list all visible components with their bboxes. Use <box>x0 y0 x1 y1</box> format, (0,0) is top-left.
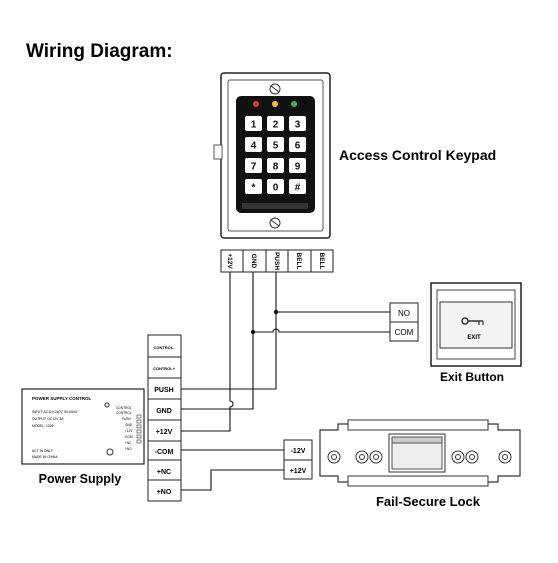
keypad-terminal-gnd: GND <box>250 254 257 269</box>
keypad-terminal-block: +12V GND PUSH BELL BELL <box>220 249 334 273</box>
psu-side-8: +NO <box>125 447 132 451</box>
keypad-face <box>236 96 315 213</box>
lock-screw-icon <box>451 450 465 464</box>
keypad-key-label: * <box>252 183 256 194</box>
psu-spec-5: MADE IN CHINA <box>32 455 58 459</box>
wire-gnd-keypad <box>181 272 254 410</box>
status-led-icon <box>253 101 259 107</box>
keypad-key-hash[interactable]: # <box>289 179 306 194</box>
keypad-key-label: 1 <box>251 120 257 131</box>
psu-terminal-control-minus: CONTROL- <box>153 345 175 350</box>
keypad-terminal-12v: +12V <box>226 253 233 269</box>
keypad-terminal-push: PUSH <box>273 252 280 270</box>
wire-push-keypad <box>181 272 277 390</box>
exit-terminal-no: NO <box>398 309 410 318</box>
keypad-key-label: 4 <box>251 141 257 152</box>
keypad-key-label: 6 <box>295 141 301 152</box>
psu-side-2: CONTROL <box>116 411 132 415</box>
keypad-key-4[interactable]: 4 <box>245 137 262 152</box>
diagram-title: Wiring Diagram: <box>26 41 173 62</box>
psu-terminal-gnd: GND <box>156 408 172 415</box>
keypad-key-0[interactable]: 0 <box>267 179 284 194</box>
lock-terminal-block: -12V +12V <box>283 439 313 480</box>
fail-secure-lock <box>319 419 521 487</box>
psu-terminal-strip: CONTROL- CONTROL+ PUSH GND +12V -COM +NC… <box>147 334 182 502</box>
keypad-key-6[interactable]: 6 <box>289 137 306 152</box>
keypad-key-7[interactable]: 7 <box>245 158 262 173</box>
keypad-key-5[interactable]: 5 <box>267 137 284 152</box>
keypad-key-2[interactable]: 2 <box>267 116 284 131</box>
lock-screw-icon <box>465 450 479 464</box>
psu-side-6: -COM <box>124 435 133 439</box>
psu-header: POWER SUPPLY CONTROL <box>32 396 92 401</box>
keypad-key-label: 9 <box>295 162 301 173</box>
psu-side-4: GND <box>125 423 133 427</box>
lock-screw-icon <box>369 450 383 464</box>
psu-spec-3: MODEL: 1006 <box>32 424 54 428</box>
psu-side-5: +12V <box>125 429 133 433</box>
wire-lock-plus <box>181 469 284 491</box>
wire-12v-keypad <box>181 272 234 432</box>
psu-terminal-no: +NO <box>157 489 172 496</box>
access-control-keypad: 1 2 3 4 5 6 7 8 9 * 0 # <box>213 72 331 239</box>
keypad-key-label: 8 <box>273 162 279 173</box>
keypad-key-label: 2 <box>273 120 279 131</box>
psu-fan-icon <box>106 448 114 456</box>
lock-screw-icon <box>327 450 341 464</box>
exit-button-device: EXIT <box>430 282 522 367</box>
psu-spec-1: INPUT: AC110-240V, 50-60HZ <box>32 410 77 414</box>
power-supply-label: Power Supply <box>39 472 122 486</box>
keypad-terminal-bell-2: BELL <box>318 253 325 270</box>
keypad-label: Access Control Keypad <box>339 147 496 163</box>
lock-terminal-minus-12v: -12V <box>291 448 306 455</box>
exit-button-label: Exit Button <box>440 370 504 384</box>
lock-label: Fail-Secure Lock <box>376 494 481 509</box>
keypad-key-label: 5 <box>273 141 279 152</box>
keypad-key-label: 7 <box>251 162 257 173</box>
exit-terminal-block: NO COM <box>389 302 419 342</box>
keypad-key-8[interactable]: 8 <box>267 158 284 173</box>
lock-terminal-plus-12v: +12V <box>290 468 307 475</box>
lock-screw-icon <box>355 450 369 464</box>
keypad-key-star[interactable]: * <box>245 179 262 194</box>
wire-exit-com <box>253 328 390 333</box>
keypad-key-label: 0 <box>273 183 279 194</box>
psu-indicator-icon <box>104 402 110 408</box>
psu-spec-4: ACT IN ONLY <box>32 449 54 453</box>
keypad-key-9[interactable]: 9 <box>289 158 306 173</box>
lock-screw-icon <box>498 450 512 464</box>
exit-terminal-com: COM <box>395 328 414 337</box>
status-led-icon <box>272 101 278 107</box>
psu-side-3: PUSH <box>122 417 132 421</box>
psu-terminal-nc: +NC <box>157 469 171 476</box>
keypad-key-label: 3 <box>295 120 301 131</box>
keypad-key-1[interactable]: 1 <box>245 116 262 131</box>
psu-side-7: +NC <box>125 441 132 445</box>
psu-terminal-push: PUSH <box>154 387 173 394</box>
psu-terminal-12v: +12V <box>156 429 173 436</box>
psu-connector-pins <box>136 414 142 444</box>
psu-terminal-control-plus: CONTROL+ <box>153 366 176 371</box>
psu-spec-2: OUTPUT: DC12V 3A <box>32 417 64 421</box>
psu-side-1: CONTROL <box>116 406 132 410</box>
keypad-terminal-bell-1: BELL <box>295 253 302 270</box>
exit-plate-text: EXIT <box>467 335 481 341</box>
keypad-key-label: # <box>295 183 301 194</box>
status-led-icon <box>291 101 297 107</box>
wire-junctions <box>250 309 279 335</box>
psu-terminal-com: -COM <box>155 449 174 456</box>
power-supply-unit: POWER SUPPLY CONTROL INPUT: AC110-240V, … <box>21 388 145 465</box>
key-icon <box>461 317 484 325</box>
keypad-key-3[interactable]: 3 <box>289 116 306 131</box>
